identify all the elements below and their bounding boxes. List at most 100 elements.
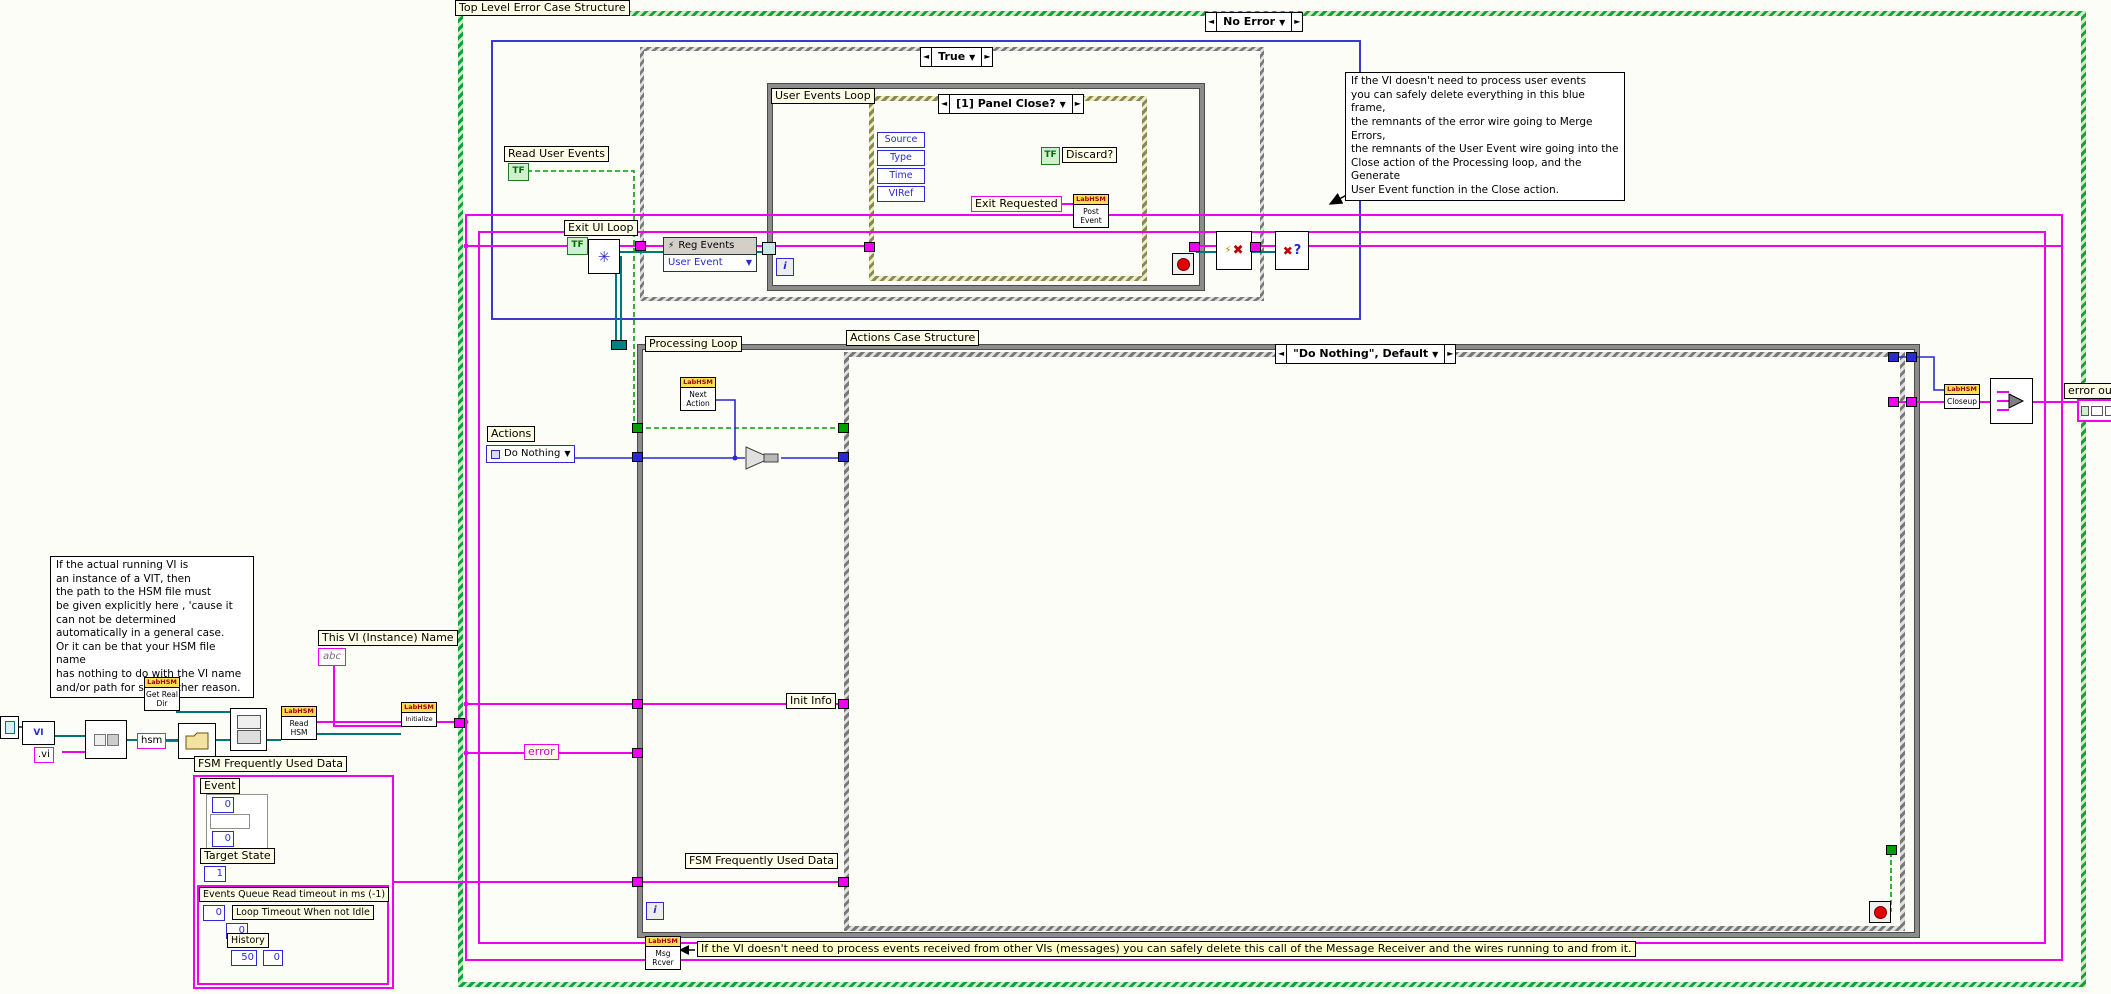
- funnel-icon: [745, 446, 779, 470]
- discard-label: Discard?: [1062, 147, 1118, 163]
- fsm-cluster-label: FSM Frequently Used Data: [194, 756, 348, 772]
- case-selector-value[interactable]: True▼: [938, 50, 976, 63]
- this-vi-name-label: This VI (Instance) Name: [318, 630, 458, 646]
- tunnel: [454, 718, 465, 728]
- search-replace-string-icon[interactable]: [85, 720, 127, 759]
- vit-path-comment: If the actual running VI is an instance …: [50, 556, 254, 699]
- tunnel: [632, 699, 643, 709]
- chevron-down-icon[interactable]: ▼: [745, 258, 752, 267]
- case-next-arrow[interactable]: ►: [1071, 95, 1083, 113]
- event-label: Event: [200, 778, 240, 794]
- event-numeric-1[interactable]: 0: [212, 831, 234, 847]
- actions-case-selector[interactable]: ◄ "Do Nothing", Default▼ ►: [1275, 344, 1457, 364]
- lightning-glyph: ⚡: [1224, 245, 1232, 256]
- chevron-down-icon: ▼: [1059, 100, 1066, 109]
- enum-value[interactable]: Do Nothing: [504, 448, 561, 459]
- event-case-selector[interactable]: ◄ [1] Panel Close?▼ ►: [938, 94, 1084, 114]
- case-next-arrow[interactable]: ►: [1291, 13, 1302, 31]
- event-selector-value[interactable]: [1] Panel Close?▼: [956, 97, 1066, 110]
- tunnel: [838, 452, 849, 462]
- loop-condition-terminal[interactable]: [1869, 901, 1891, 923]
- user-events-loop-label: User Events Loop: [771, 88, 875, 104]
- tunnel: [864, 242, 875, 252]
- tunnel: [838, 877, 849, 887]
- case-selector-value[interactable]: No Error▼: [1223, 15, 1286, 28]
- labhsm-header: LabHSM: [145, 678, 179, 688]
- reg-events-item[interactable]: User Event: [668, 257, 723, 268]
- event-field-type[interactable]: Type: [877, 150, 925, 166]
- tunnel: [632, 748, 643, 758]
- register-for-events-node[interactable]: ⚡Reg Events User Event▼: [663, 237, 757, 272]
- top-case-label: Top Level Error Case Structure: [455, 0, 630, 16]
- chevron-down-icon[interactable]: ▼: [564, 449, 571, 458]
- error-wire-loop: [465, 214, 2063, 961]
- case-selector-value[interactable]: "Do Nothing", Default▼: [1293, 347, 1439, 360]
- history-numeric-0[interactable]: 0: [263, 950, 283, 966]
- fsm-data-wire-label: FSM Frequently Used Data: [685, 853, 839, 869]
- event-field-time[interactable]: Time: [877, 168, 925, 184]
- build-path-icon[interactable]: [178, 723, 216, 759]
- chevron-down-icon: ▼: [1279, 18, 1286, 27]
- target-state-numeric[interactable]: 1: [204, 866, 226, 882]
- exit-ui-loop-boolean[interactable]: TF: [567, 237, 588, 255]
- lightning-icon: ⚡: [668, 241, 675, 251]
- case-next-arrow[interactable]: ►: [981, 48, 992, 66]
- case-prev-arrow[interactable]: ◄: [939, 95, 951, 113]
- dynamic-event-terminal: [762, 242, 776, 255]
- stop-icon: [1176, 257, 1190, 271]
- tunnel: [1906, 397, 1917, 407]
- error-out-indicator[interactable]: [2077, 399, 2111, 422]
- user-events-while-loop: [768, 84, 1204, 290]
- case-prev-arrow[interactable]: ◄: [1206, 13, 1218, 31]
- tunnel: [1250, 242, 1261, 252]
- error-wire-label: error: [524, 744, 559, 760]
- initialize-vi-icon[interactable]: LabHSM Initialize: [401, 702, 437, 727]
- strip-path-icon[interactable]: [230, 708, 267, 751]
- event-numeric-0[interactable]: 0: [212, 797, 234, 813]
- tunnel: [1888, 352, 1899, 362]
- case-prev-arrow[interactable]: ◄: [921, 48, 933, 66]
- event-string-field[interactable]: [210, 814, 250, 829]
- closeup-vi-icon[interactable]: LabHSM Closeup: [1944, 384, 1980, 409]
- case-prev-arrow[interactable]: ◄: [1276, 345, 1288, 363]
- chevron-down-icon: ▼: [969, 53, 976, 62]
- case-next-arrow[interactable]: ►: [1444, 345, 1455, 363]
- user-events-comment: If the VI doesn't need to process user e…: [1345, 72, 1625, 201]
- top-case-selector[interactable]: ◄ No Error▼ ►: [1205, 12, 1304, 32]
- merge-errors-icon[interactable]: [1990, 378, 2033, 424]
- target-state-label: Target State: [200, 848, 275, 864]
- history-numeric-50[interactable]: 50: [231, 950, 257, 966]
- message-receiver-comment: If the VI doesn't need to process events…: [697, 941, 1636, 957]
- read-user-events-boolean[interactable]: TF: [508, 163, 529, 181]
- tunnel: [1189, 242, 1200, 252]
- unregister-events-icon[interactable]: ⚡ ✖: [1216, 231, 1252, 270]
- queue-timeout-numeric[interactable]: 0: [203, 905, 225, 921]
- init-info-label: Init Info: [786, 693, 836, 709]
- vi-reference-icon[interactable]: VI: [22, 721, 55, 745]
- actions-label: Actions: [487, 426, 536, 442]
- tunnel: [635, 241, 646, 251]
- vi-extension-constant[interactable]: .vi: [34, 747, 54, 763]
- current-vi-path-icon[interactable]: [0, 716, 19, 739]
- asterisk-glyph: ✳: [597, 247, 611, 266]
- this-vi-name-string-control[interactable]: abc: [318, 648, 346, 666]
- destroy-user-event-icon[interactable]: ✖ ?: [1275, 231, 1309, 270]
- create-user-event-icon[interactable]: ✳: [588, 239, 620, 274]
- tunnel: [611, 340, 627, 350]
- discard-boolean[interactable]: TF: [1041, 147, 1060, 165]
- boolean-wires: [527, 170, 1892, 912]
- event-field-source[interactable]: Source: [877, 132, 925, 148]
- tunnel: [632, 423, 643, 433]
- tunnel: [838, 699, 849, 709]
- actions-enum-constant[interactable]: Do Nothing ▼: [486, 445, 576, 463]
- true-case-selector[interactable]: ◄ True▼ ►: [920, 47, 994, 67]
- tunnel: [838, 423, 849, 433]
- loop-condition-terminal[interactable]: [1172, 253, 1194, 275]
- event-field-viref[interactable]: VIRef: [877, 186, 925, 202]
- hsm-extension-constant[interactable]: hsm: [137, 733, 167, 749]
